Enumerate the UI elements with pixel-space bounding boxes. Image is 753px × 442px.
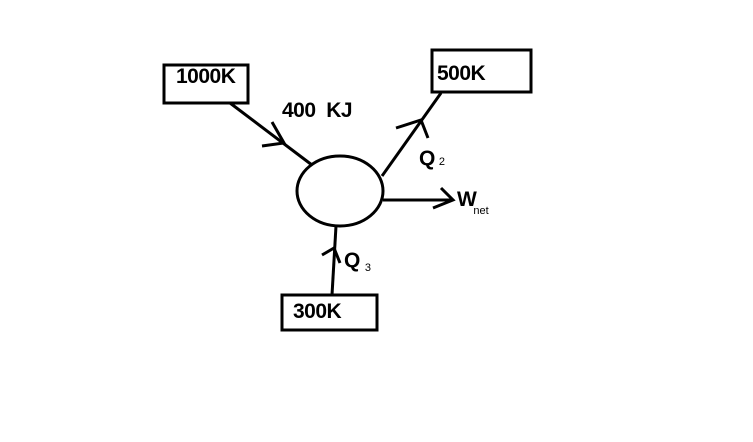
wnet-subscript: net	[473, 205, 489, 217]
engine-circle	[295, 154, 385, 228]
q1-label: 400 KJ	[282, 99, 353, 122]
reservoir-500k-label: 500K	[437, 62, 486, 85]
reservoir-1000k-label: 1000K	[176, 65, 236, 88]
q1-flow-line	[229, 101, 313, 167]
q2-flow-line	[380, 92, 443, 177]
wnet-symbol: W	[457, 188, 477, 211]
reservoir-300k-label: 300K	[293, 300, 342, 323]
q2-subscript: 2	[438, 156, 445, 168]
wnet-arrowhead-icon	[432, 186, 456, 210]
q3-arrowhead-icon	[321, 245, 342, 264]
q2-symbol: Q	[419, 147, 435, 170]
q1-arrowhead-icon	[261, 121, 287, 148]
q3-flow-line	[330, 225, 338, 296]
wnet-label: Wnet	[457, 188, 489, 217]
q3-symbol: Q	[344, 249, 360, 272]
q2-arrowhead-icon	[395, 118, 430, 139]
reservoir-500k-box	[430, 48, 533, 94]
q3-subscript: 3	[364, 262, 371, 274]
reservoir-300k-box	[280, 293, 379, 332]
reservoir-1000k-box	[162, 63, 250, 105]
